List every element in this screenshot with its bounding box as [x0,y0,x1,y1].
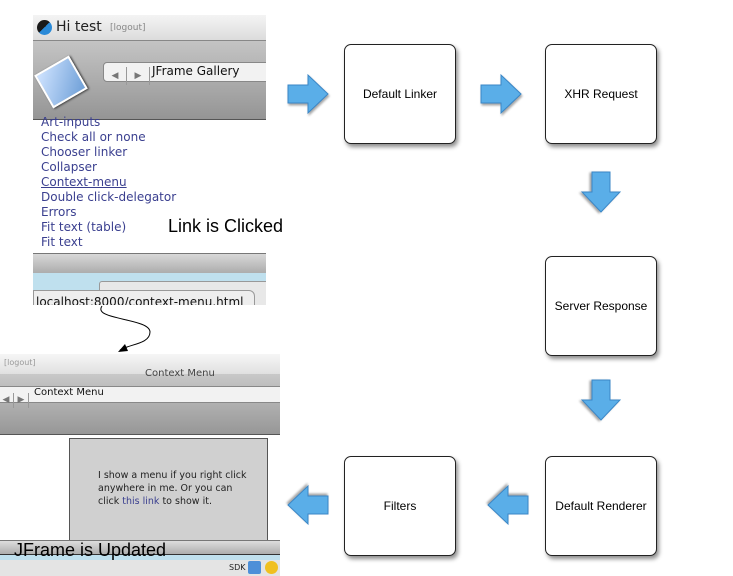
link-item[interactable]: Check all or none [41,130,146,144]
top-bar: Hi test [logout] [33,15,266,41]
node-server-response: Server Response [545,256,657,356]
arrow-left [487,484,529,526]
status-url-text: localhost:8000/context-menu.html [36,295,244,305]
bottom-bar [0,540,280,555]
nav-bar: ◀▶ JFrame Gallery [103,62,266,85]
caption-jframe-updated: JFrame is Updated [14,540,167,560]
dock-strip [0,554,280,561]
node-default-renderer: Default Renderer [545,456,657,556]
forward-button[interactable]: ▶ [127,67,150,85]
arrow-down [580,379,622,421]
after-screenshot: [logout] Context Menu ◀▶ Context Menu I … [0,354,280,576]
link-item[interactable]: Fit text [41,235,83,249]
arrow-left [287,484,329,526]
arrow-right [287,73,329,115]
connector-arrow [100,305,151,352]
before-screenshot: Hi test [logout] ◀▶ JFrame Gallery Art-i… [33,15,266,305]
window-toolbar: ◀▶ JFrame Gallery [33,41,266,120]
bottom-bar [33,253,266,274]
link-item[interactable]: Chooser linker [41,145,128,159]
logo-icon [37,20,52,35]
link-list: Art-inputs Check all or none Chooser lin… [41,115,176,250]
greeting: Hi test [56,19,102,35]
app-icon[interactable] [248,561,261,574]
caption-link-clicked: Link is Clicked [168,216,284,236]
status-url: localhost:8000/context-menu.html [33,290,255,305]
panel-text: I show a menu if you right click anywher… [98,470,247,507]
link-item[interactable]: Art-inputs [41,115,101,129]
context-menu-panel[interactable]: I show a menu if you right click anywher… [69,438,268,550]
app-icon[interactable] [265,561,278,574]
link-item[interactable]: Fit text (table) [41,220,176,235]
panel-link[interactable]: this link [122,496,160,507]
arrow-down [580,171,622,213]
back-button[interactable]: ◀ [104,67,127,85]
link-item[interactable]: Collapser [41,160,97,174]
link-label: Fit text [41,220,83,234]
node-filters: Filters [344,456,456,556]
node-xhr-request: XHR Request [545,44,657,144]
back-button[interactable]: ◀ [0,393,14,408]
link-item-context-menu[interactable]: Context-menu [41,175,127,189]
title-ghost: Context Menu [145,368,215,379]
logout-link[interactable]: [logout] [110,23,146,33]
window-toolbar: Context Menu ◀▶ Context Menu [0,368,280,435]
node-default-linker: Default Linker [344,44,456,144]
arrow-right [480,73,522,115]
link-note: (table) [86,220,127,234]
nav-bar: ◀▶ Context Menu [0,386,280,408]
link-item[interactable]: Errors [41,205,77,219]
dock: SDK [0,560,280,576]
window-title: JFrame Gallery [152,64,240,78]
link-item[interactable]: Double click-delegator [41,190,177,204]
dock-label: SDK [229,563,246,572]
window-title: Context Menu [34,387,104,398]
forward-button[interactable]: ▶ [14,393,29,408]
panel-text-end: to show it. [162,496,212,507]
logout-link[interactable]: [logout] [4,358,36,367]
